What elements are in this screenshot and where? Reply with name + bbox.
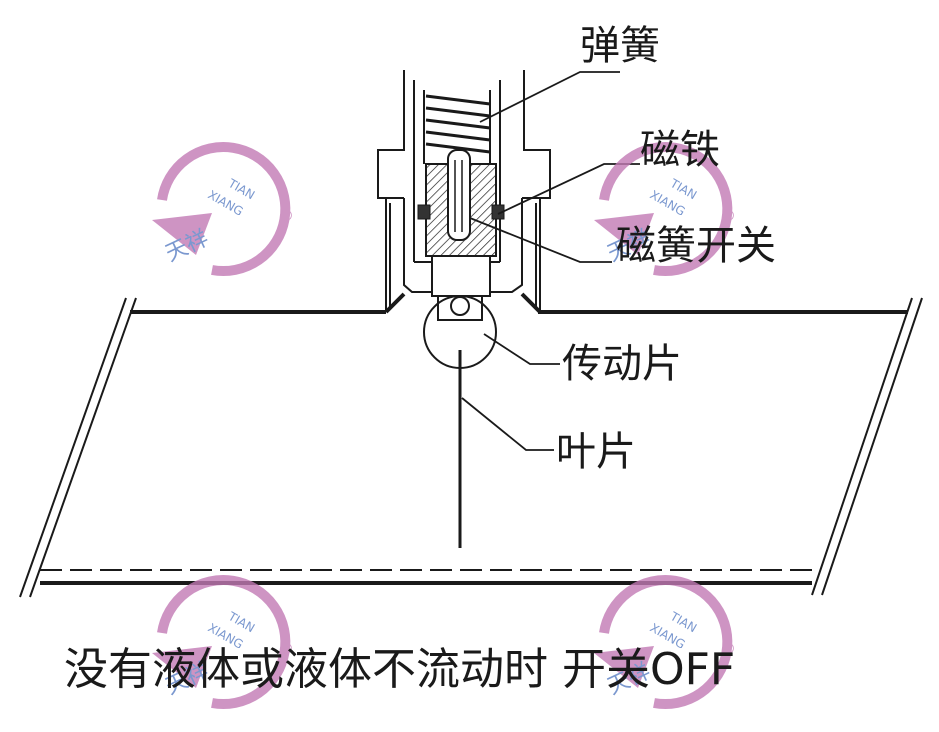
watermark-registered: ® xyxy=(720,639,736,658)
spring xyxy=(425,94,491,154)
caption: 没有液体或液体不流动时 开关OFF xyxy=(64,644,736,695)
label-reed-switch: 磁簧开关 xyxy=(616,223,776,269)
label-spring: 弹簧 xyxy=(580,23,660,69)
label-magnet: 磁铁 xyxy=(640,127,720,173)
watermark-registered: ® xyxy=(278,206,294,225)
watermark-registered: ® xyxy=(720,206,736,225)
label-blade: 叶片 xyxy=(556,429,636,475)
magnet-carrier xyxy=(417,149,505,297)
pipe xyxy=(19,297,923,598)
watermark-registered: ® xyxy=(278,639,294,658)
label-transmission-plate: 传动片 xyxy=(562,341,682,387)
